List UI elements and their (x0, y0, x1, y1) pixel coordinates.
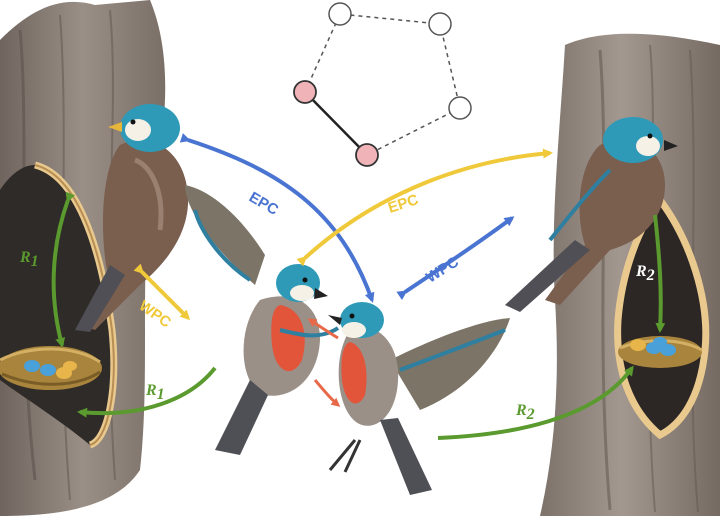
perched-bird-right-icon (505, 117, 678, 312)
flying-bird-center-right-icon (328, 302, 510, 495)
left-nest-icon (0, 346, 102, 390)
r2-tree-arrow (653, 214, 666, 333)
perched-bird-left-icon (75, 104, 189, 332)
epc-arrow-yellow (296, 148, 553, 267)
network-node-empty (328, 2, 352, 26)
network-node-empty (448, 96, 472, 120)
wpc-arrow-yellow (133, 263, 191, 321)
wpc-arrow-blue (396, 216, 515, 301)
right-nest-icon (618, 336, 703, 368)
r1-tree-label: R1 (19, 249, 39, 270)
network-edge-solid (304, 91, 368, 156)
fight-arrow (313, 379, 341, 407)
flying-bird-center-left-icon (185, 185, 340, 455)
egg-icon (653, 337, 667, 347)
r1-ground-label: R1 (145, 382, 165, 403)
epc-label-blue: EPC (246, 189, 281, 219)
egg-icon (40, 364, 56, 376)
egg-icon (660, 344, 676, 356)
r1-ground-arrow (77, 366, 217, 418)
egg-icon (63, 361, 77, 371)
epc-label-yellow: EPC (386, 191, 421, 217)
egg-icon (24, 360, 40, 372)
r2-ground-label: R2 (515, 402, 535, 423)
r2-ground-arrow (437, 365, 634, 440)
network-edge-dashed (366, 107, 461, 156)
r2-tree-label: R2 (635, 263, 655, 284)
network-node-empty (428, 12, 452, 36)
network-node-filled (355, 143, 379, 167)
network-node-filled (293, 80, 317, 104)
social-network-graph (293, 2, 472, 167)
fight-arrow (307, 318, 339, 340)
egg-icon (630, 339, 646, 351)
r1-tree-arrow (51, 191, 76, 348)
network-edge-dashed (304, 13, 461, 109)
